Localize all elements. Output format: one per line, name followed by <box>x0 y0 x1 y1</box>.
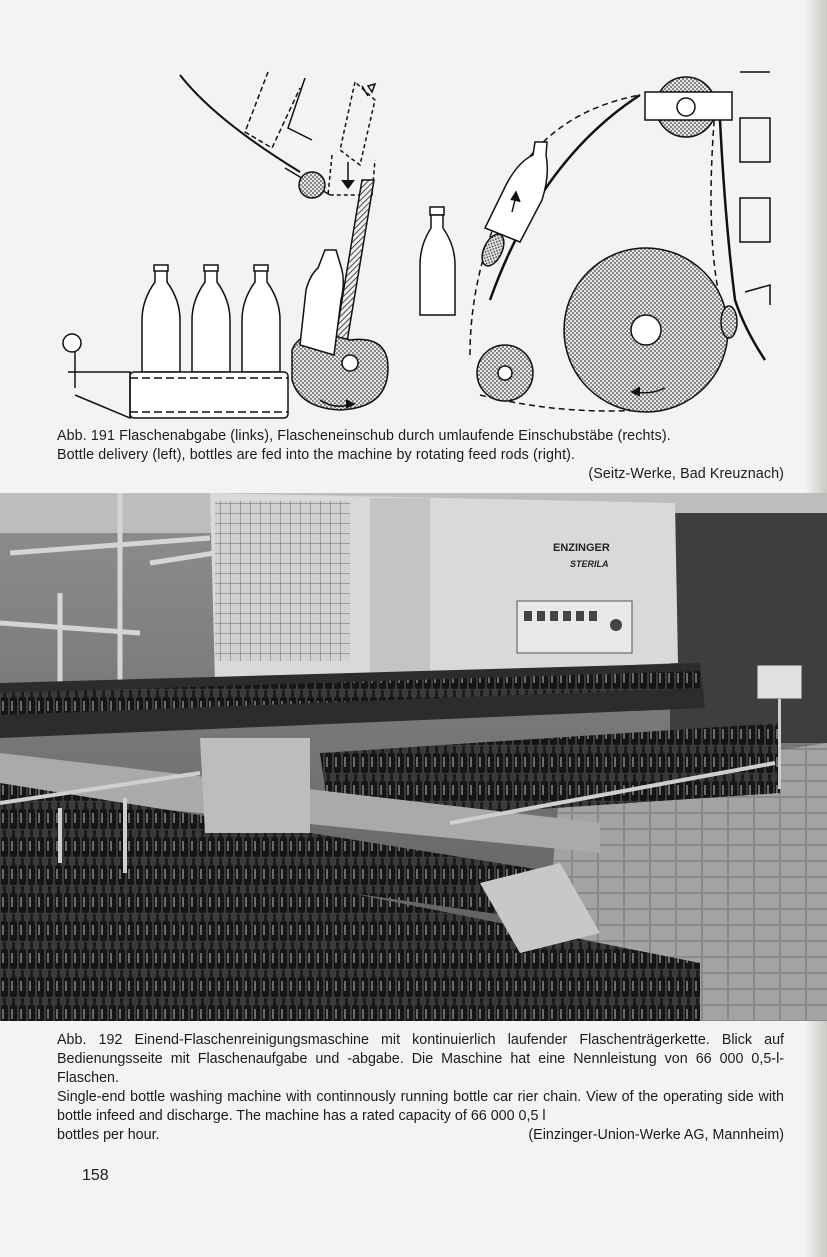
figure-191-drawing <box>62 71 771 420</box>
caption-192-german: Abb. 192 Einend-Flaschenreinigungsmaschi… <box>57 1032 784 1086</box>
single-bottle <box>419 206 456 316</box>
caption-192-english: Single-end bottle washing machine with c… <box>57 1089 784 1124</box>
caption-192-source: (Einzinger-Union-Werke AG, Mannheim) <box>528 1127 784 1143</box>
machine-model-label: STERILA <box>570 559 609 569</box>
caption-191-english: Bottle delivery (left), bottles are fed … <box>57 447 576 463</box>
caption-192-last-line: bottles per hour. (Einzinger-Union-Werke… <box>57 1126 784 1145</box>
figure-191-caption: Abb. 191 Flaschenabgabe (links), Flasche… <box>57 427 784 484</box>
caption-191-source: (Seitz-Werke, Bad Kreuznach) <box>588 466 784 482</box>
machine-brand-label: ENZINGER <box>553 542 610 554</box>
caption-192-english-end: bottles per hour. <box>57 1127 160 1143</box>
machine-infeed-right <box>469 71 771 413</box>
bottle-washing-machine-photo: ENZINGER STERILA <box>0 493 827 1021</box>
page-number: 158 <box>82 1167 109 1184</box>
figure-192-photo: ENZINGER STERILA <box>0 493 827 1021</box>
figure-192-caption: Abb. 192 Einend-Flaschenreinigungsmaschi… <box>57 1031 784 1145</box>
caption-191-german: Abb. 191 Flaschenabgabe (links), Flasche… <box>57 428 671 444</box>
bottle-delivery-left <box>62 71 389 420</box>
